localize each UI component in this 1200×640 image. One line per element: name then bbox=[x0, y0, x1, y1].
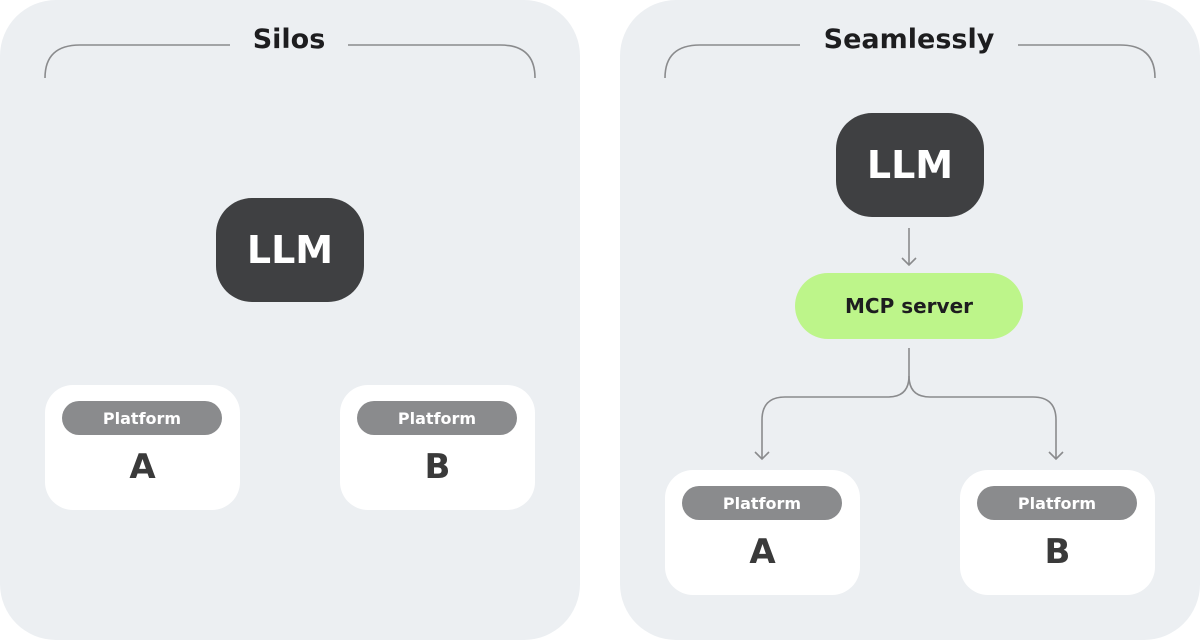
seamlessly-bracket-right bbox=[1018, 44, 1156, 79]
seamlessly-title: Seamlessly bbox=[823, 24, 995, 55]
platform-label: Platform bbox=[977, 486, 1137, 520]
platform-label: Platform bbox=[62, 401, 222, 435]
seamlessly-llm-node: LLM bbox=[836, 113, 984, 217]
silos-title: Silos bbox=[252, 24, 326, 55]
platform-letter: B bbox=[1044, 532, 1071, 572]
silos-llm-node: LLM bbox=[216, 198, 364, 302]
seamlessly-platform-a: Platform A bbox=[665, 470, 860, 595]
platform-letter: A bbox=[129, 447, 156, 487]
platform-letter: B bbox=[424, 447, 451, 487]
silos-panel bbox=[0, 0, 580, 640]
platform-label: Platform bbox=[682, 486, 842, 520]
silos-bracket-right bbox=[348, 44, 536, 79]
seamlessly-bracket-left bbox=[664, 44, 800, 79]
arrow-server-to-platform-b bbox=[908, 375, 1064, 461]
arrow-llm-to-server bbox=[901, 228, 917, 267]
platform-label: Platform bbox=[357, 401, 517, 435]
silos-platform-a: Platform A bbox=[45, 385, 240, 510]
mcp-server-node: MCP server bbox=[795, 273, 1023, 339]
seamlessly-platform-b: Platform B bbox=[960, 470, 1155, 595]
platform-letter: A bbox=[749, 532, 776, 572]
silos-bracket-left bbox=[44, 44, 230, 79]
arrow-server-to-platform-a bbox=[754, 348, 910, 461]
silos-platform-b: Platform B bbox=[340, 385, 535, 510]
